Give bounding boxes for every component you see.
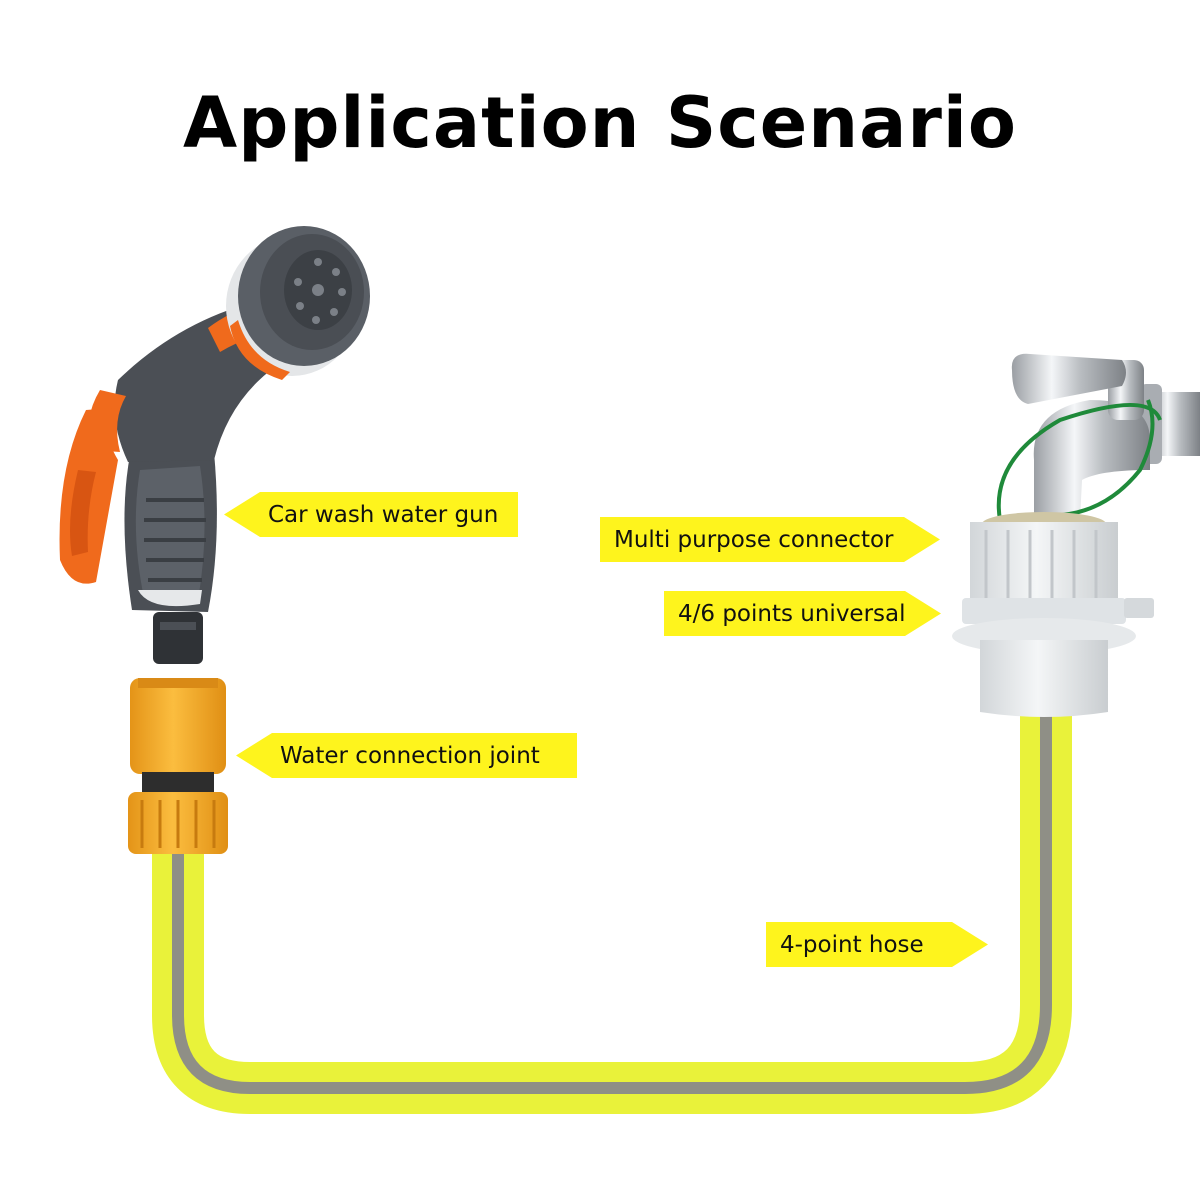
- label-4-6-points-universal: 4/6 points universal: [664, 591, 941, 636]
- label-text: Car wash water gun: [268, 501, 499, 528]
- faucet: [996, 353, 1200, 521]
- water-connection-joint: [128, 678, 228, 854]
- label-text: Water connection joint: [280, 742, 540, 769]
- label-car-wash-water-gun: Car wash water gun: [224, 492, 518, 537]
- label-water-connection-joint: Water connection joint: [236, 733, 577, 778]
- page-title: Application Scenario: [183, 82, 1017, 164]
- car-wash-water-gun: [59, 226, 370, 664]
- label-4-point-hose: 4-point hose: [766, 922, 988, 967]
- label-multi-purpose-connector: Multi purpose connector: [600, 517, 940, 562]
- hose: [152, 712, 1072, 1114]
- label-text: 4/6 points universal: [678, 600, 906, 627]
- label-text: Multi purpose connector: [614, 526, 894, 553]
- label-text: 4-point hose: [780, 931, 924, 958]
- multi-purpose-connector: [952, 512, 1154, 717]
